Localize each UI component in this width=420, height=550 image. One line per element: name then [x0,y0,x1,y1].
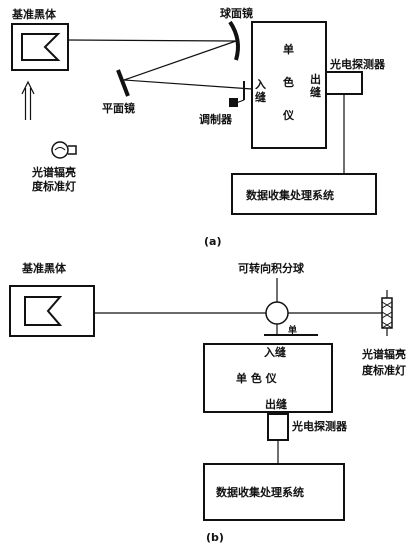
a-entrance-slit-1: 入 [255,78,266,91]
a-detector-label: 光电探测器 [329,57,386,71]
a-blackbody-box [11,23,69,71]
b-monochromator-label: 单 色 仪 [236,371,278,385]
lamp-base-icon [68,145,77,155]
b-exit-slit-label: 出缝 [265,397,287,411]
b-lamp-label-1: 光谱辐亮 [361,347,406,361]
a-lamp-label-1: 光谱辐亮 [31,165,76,179]
a-mono-char-2: 色 [283,75,294,89]
a-beam-to-entrance [123,79,253,90]
a-spherical-mirror-label: 球面镜 [220,6,253,20]
a-beam-to-spherical [67,39,237,42]
a-blackbody-cavity-icon [21,33,61,61]
a-data-system-box [231,173,377,215]
b-detector-box [267,413,289,441]
b-data-system-label: 数据收集处理系统 [216,485,304,499]
a-lamp-label-2: 度标准灯 [32,179,76,193]
modulator-icon [229,98,238,107]
substitution-arrow-icon [21,80,35,120]
b-lamp-filament-icon [381,301,393,329]
b-sphere-label: 可转向积分球 [238,261,305,275]
b-detector-label: 光电探测器 [291,419,348,433]
a-mono-char-3: 仪 [282,109,295,122]
a-detector-box [325,71,363,95]
b-shutter-mark: 单 [288,324,297,336]
spherical-mirror-icon [228,20,240,61]
a-exit-slit-2: 缝 [310,85,321,99]
a-mono-char-1: 单 [283,42,294,56]
integrating-sphere-icon [265,301,289,325]
a-data-system-label: 数据收集处理系统 [246,188,334,202]
lamp-filament-icon [54,147,66,151]
b-caption: (b) [206,531,224,544]
b-blackbody-box [9,285,95,337]
b-monochromator-box [203,343,333,413]
a-entrance-slit-2: 缝 [255,90,266,104]
b-lamp-label-2: 度标准灯 [362,363,406,377]
plane-mirror-icon [116,69,130,97]
a-blackbody-label: 基准黑体 [11,7,57,21]
standard-lamp-icon [51,141,69,159]
a-plane-mirror-label: 平面镜 [102,101,135,115]
b-entrance-slit-label: 入缝 [264,345,286,359]
a-modulator-label: 调制器 [199,112,233,126]
b-blackbody-cavity-icon [24,296,63,326]
b-blackbody-label: 基准黑体 [21,261,67,275]
b-data-system-box [203,463,345,521]
a-beam-spherical-to-plane [123,40,237,81]
a-caption: (a) [204,235,221,248]
a-exit-slit-1: 出 [310,72,321,86]
